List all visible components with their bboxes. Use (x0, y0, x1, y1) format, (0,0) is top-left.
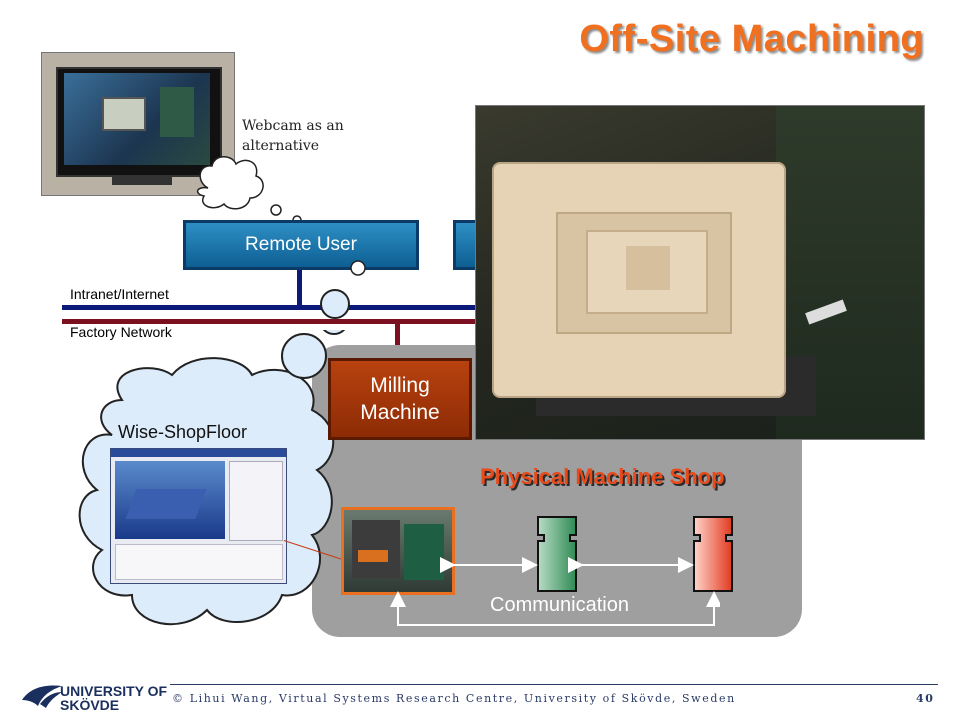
university-logo-icon (22, 685, 62, 708)
communication-arrows (390, 557, 720, 626)
factory-label: Factory Network (70, 324, 172, 340)
communication-label: Communication (490, 594, 629, 616)
milling-machine-label: Milling Machine (360, 374, 440, 424)
footer-rule (170, 684, 938, 685)
remote-user-connector (297, 268, 302, 308)
intranet-label: Intranet/Internet (70, 286, 169, 302)
machining-fixture-photo (475, 105, 925, 440)
footer-credit: © Lihui Wang, Virtual Systems Research C… (172, 692, 736, 705)
webcam-note: Webcam as an alternative (242, 118, 344, 154)
university-line2: SKÖVDE (60, 697, 120, 713)
cloud-label: Wise-ShopFloor (118, 422, 248, 442)
cloud-connector-bubbles (320, 260, 366, 319)
milling-machine-box: Milling Machine (328, 358, 472, 440)
green-connector-icon (537, 516, 577, 592)
intranet-line (62, 305, 482, 310)
thought-bubble (196, 156, 320, 232)
physical-machine-shop-title: Physical Machine Shop (480, 464, 725, 489)
university-line1: UNIVERSITY OF (60, 683, 168, 699)
university-name: UNIVERSITY OF SKÖVDE (60, 684, 167, 712)
factory-line (62, 319, 482, 324)
page-number: 40 (916, 692, 935, 705)
remote-user-label: Remote User (245, 234, 357, 255)
wise-shopfloor-screenshot (110, 448, 287, 584)
milling-connector (395, 322, 400, 360)
webcam-monitor-photo (41, 52, 235, 196)
cnc-machine-photo (341, 507, 455, 595)
slide-title: Off-Site Machining (579, 18, 924, 60)
red-connector-icon (693, 516, 733, 592)
remote-user-box: Remote User (183, 220, 419, 270)
